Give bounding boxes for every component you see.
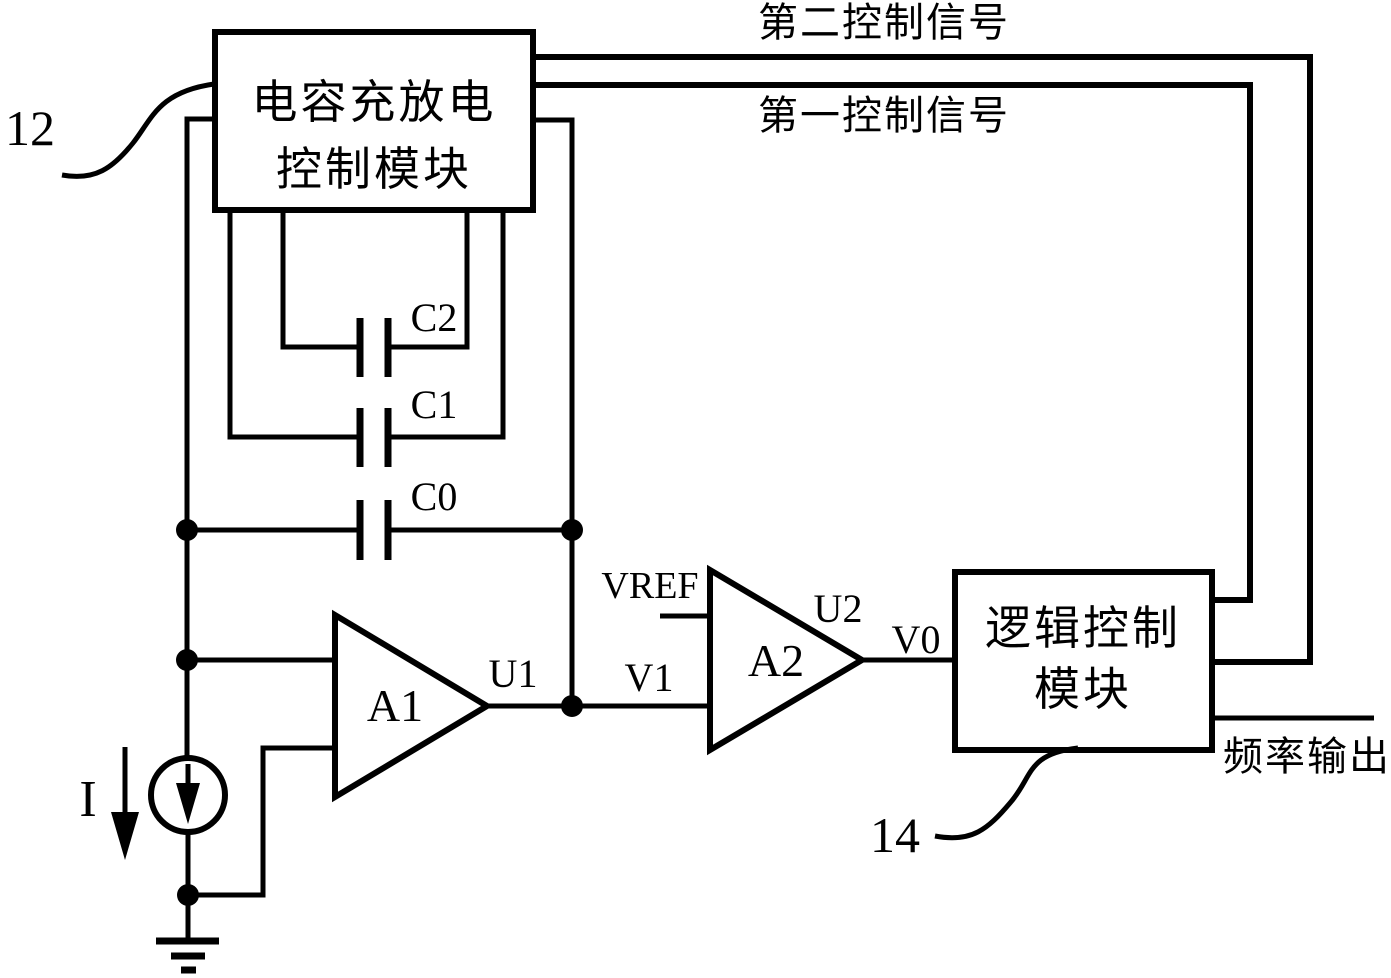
current-i-label: I [79, 771, 97, 828]
wire-c2-right-branch [391, 208, 470, 350]
v1-label: V1 [624, 655, 674, 700]
wire-a1-input-lower [188, 745, 334, 898]
ref-label-12: 12 [5, 100, 55, 156]
amplifier-a2-triangle [707, 564, 868, 756]
wire-left-rail [184, 116, 216, 758]
u1-label: U1 [488, 651, 538, 696]
amplifier-a1-triangle [332, 609, 493, 803]
capacitor-c0-label: C0 [410, 474, 458, 519]
current-direction-arrow-head [111, 812, 139, 860]
wire-right-rail [533, 117, 575, 706]
logic-module-title-line1: 逻辑控制 [985, 603, 1181, 654]
frequency-output-label: 频率输出 [1223, 734, 1391, 779]
junction-dot-c0-right [561, 519, 583, 541]
amplifier-a1-label: A1 [366, 680, 424, 731]
vref-label: VREF [601, 565, 699, 607]
junction-dot-c0-left [176, 519, 198, 541]
capacitor-c2-label: C2 [410, 295, 458, 340]
first-control-signal-label: 第一控制信号 [758, 93, 1010, 138]
v0-label: V0 [891, 617, 941, 662]
wire-c2-left-branch [280, 208, 357, 350]
junction-dot-a1-input [176, 649, 198, 671]
capacitor-module-title-line1: 电容充放电 [251, 77, 497, 128]
capacitor-c1-label: C1 [410, 382, 458, 427]
junction-dot-ground [177, 884, 199, 906]
u2-label: U2 [813, 586, 863, 631]
wire-first-control-signal [533, 82, 1253, 603]
leader-line-14 [934, 745, 1079, 841]
junction-dot-v1 [561, 695, 583, 717]
capacitor-module-title-line2: 控制模块 [276, 144, 472, 195]
logic-module-title-line2: 模块 [1034, 664, 1132, 715]
wire-second-control-signal [533, 54, 1313, 665]
second-control-signal-label: 第二控制信号 [758, 0, 1010, 45]
capacitor-module-box [212, 29, 536, 213]
leader-line-12 [61, 81, 215, 179]
current-source-arrow-head [176, 783, 200, 824]
ref-label-14: 14 [870, 807, 920, 863]
amplifier-a2-label: A2 [747, 635, 805, 686]
wire-c1-right-branch [391, 208, 506, 440]
logic-module-box [952, 569, 1215, 753]
wire-c1-left-branch [227, 208, 357, 440]
